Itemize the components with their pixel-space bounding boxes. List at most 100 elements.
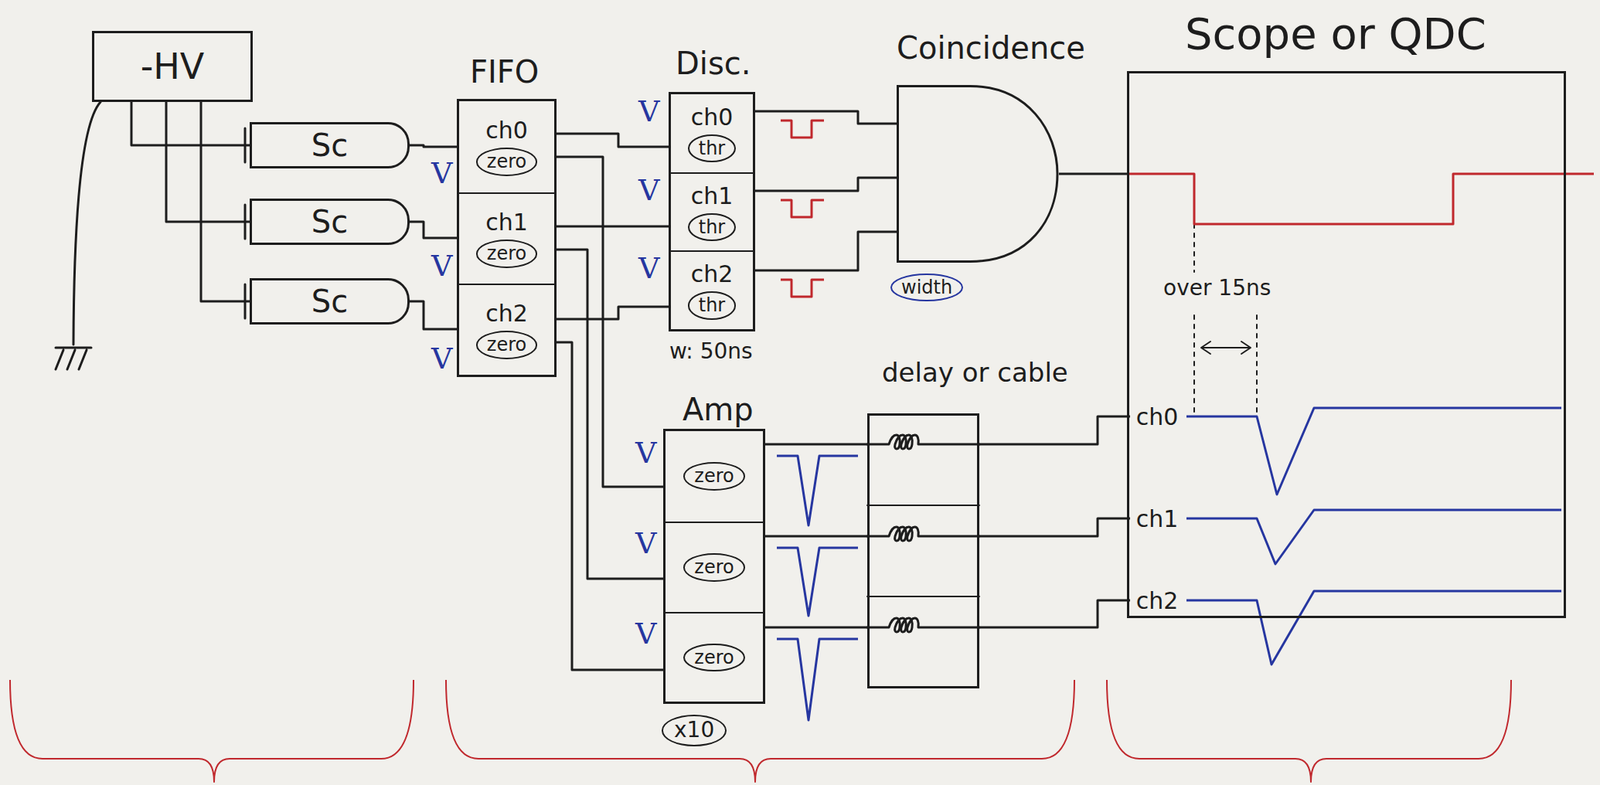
signal-wire: [409, 221, 460, 239]
node-label: Sc: [311, 284, 348, 319]
group-bracket: [445, 680, 1075, 783]
node-label: ch2: [691, 261, 734, 287]
signal-wire: [762, 535, 868, 538]
node-label: ch0: [1136, 404, 1179, 430]
scope-box: Scope or QDCch0ch1ch2: [1126, 71, 1566, 619]
signal-wire: [554, 133, 671, 147]
signal-wire: [131, 102, 250, 146]
node-label: zero: [683, 553, 745, 582]
scintillator-box: Sc: [249, 198, 410, 246]
logic-pulse: [780, 200, 824, 218]
timing-marker: [1194, 224, 1257, 418]
group-bracket: [1106, 680, 1512, 783]
scope-channel: ch1: [1130, 503, 1185, 534]
node-label: ch1: [1136, 506, 1179, 532]
interval-arrow: [1201, 341, 1251, 355]
signal-wire: [166, 102, 250, 222]
delay-coil: [867, 618, 980, 633]
adjust-mark: V: [638, 174, 660, 208]
gate-outline: [896, 85, 1059, 263]
channel-row: zero: [665, 521, 763, 613]
heading-label: width: [890, 273, 964, 302]
node-label: zero: [683, 643, 745, 672]
delay-coil: [867, 527, 980, 542]
adjust-mark: V: [638, 95, 660, 129]
signal-wire: [752, 177, 897, 191]
interval-note: over 15ns: [1163, 276, 1271, 301]
scope-trace: [1186, 510, 1562, 565]
delay-module: delay or cable: [867, 413, 980, 689]
node-label: zero: [476, 147, 538, 176]
node-label: thr: [687, 291, 737, 320]
node-label: thr: [687, 213, 737, 242]
signal-wire: [409, 301, 460, 330]
adjust-mark: V: [635, 437, 657, 470]
signal-wire: [554, 342, 666, 671]
node-label: ch0: [691, 104, 734, 130]
ground-symbol: [55, 347, 92, 370]
adjust-mark: V: [638, 252, 660, 286]
group-bracket: [10, 680, 414, 783]
delay-divider: [867, 505, 980, 597]
signal-wire: [762, 443, 868, 446]
logic-pulse: [780, 120, 824, 138]
adjust-mark: V: [431, 250, 453, 283]
channel-row: zero: [665, 431, 763, 522]
node-label: ch1: [485, 209, 528, 235]
node-label: -HV: [140, 47, 205, 87]
heading-label: Coincidence: [896, 30, 1086, 65]
adjust-mark: V: [635, 618, 657, 651]
channel-row: ch0 thr: [670, 94, 753, 173]
channel-row: zero: [665, 612, 763, 702]
node-label: zero: [476, 330, 538, 359]
node-label: zero: [476, 239, 538, 268]
logic-pulse: [780, 279, 824, 297]
scope-channel: ch0: [1130, 401, 1185, 432]
signal-wire: [979, 600, 1131, 628]
heading-label: Disc.: [675, 46, 751, 81]
signal-wire: [1058, 173, 1127, 176]
gain-setting: x10: [661, 714, 727, 747]
signal-wire: [752, 231, 897, 271]
signal-wire: [554, 225, 671, 229]
node-label: ch2: [1136, 588, 1179, 614]
channel-row: ch2zero: [459, 283, 555, 375]
heading-label: FIFO: [469, 54, 539, 89]
node-label: ch1: [691, 183, 734, 209]
node-label: zero: [683, 462, 745, 491]
gate-shape: [898, 86, 1059, 263]
power-supply-box: -HV: [91, 30, 253, 103]
scintillator-box: Sc: [249, 278, 410, 325]
gate-trace: [1126, 173, 1594, 225]
adjust-mark: V: [431, 343, 453, 376]
scope-trace: [1186, 408, 1562, 495]
node-label: thr: [687, 134, 737, 163]
signal-wire: [762, 626, 868, 630]
scope-trace: [1186, 591, 1562, 665]
analog-pulse: [776, 456, 858, 526]
heading-label: Scope or QDC: [1184, 10, 1487, 58]
analog-pulse: [776, 548, 858, 617]
analog-pulse: [776, 639, 858, 721]
heading-label: Amp: [682, 392, 754, 427]
channel-row: ch2 thr: [670, 250, 753, 330]
channel-row: ch1 zero: [459, 192, 555, 284]
scope-channel: ch2: [1130, 585, 1185, 616]
scintillator-box: Sc: [249, 122, 410, 169]
node-label: ch0: [485, 117, 528, 143]
ground-wire: [73, 102, 101, 345]
adjust-mark: V: [635, 527, 657, 561]
discriminator-module: Disc.ch0thrch1thrch2thr: [668, 91, 756, 332]
fifo-module: FIFOch0zeroch1zeroch2zero: [456, 98, 557, 378]
delay-coil: [867, 435, 980, 450]
width-note: w: 50ns: [669, 340, 753, 365]
channel-row: ch0 zero: [459, 101, 555, 193]
node-label: Sc: [311, 204, 348, 239]
adjust-mark: V: [431, 157, 453, 191]
light-guide: [244, 128, 247, 319]
heading-label: delay or cable: [881, 358, 1069, 388]
signal-wire: [979, 416, 1131, 445]
channel-row: ch1 thr: [670, 172, 753, 251]
